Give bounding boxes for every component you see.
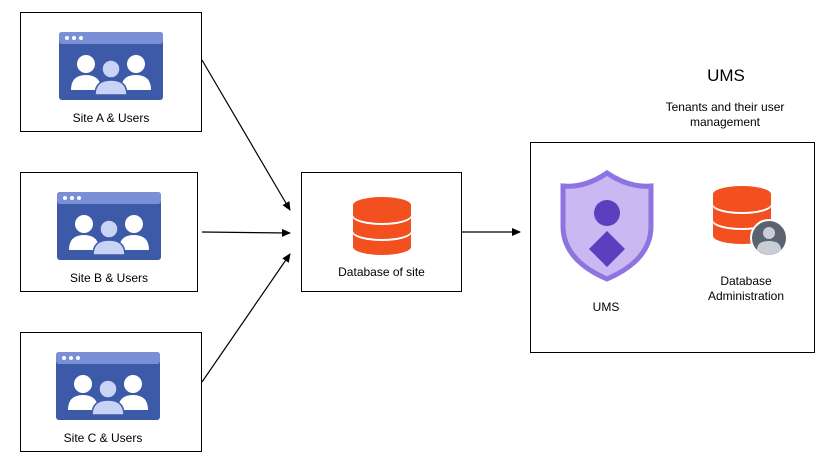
shield-user-icon: [560, 170, 654, 282]
database-admin-icon: [713, 186, 788, 257]
site-c-label: Site C & Users: [63, 431, 143, 445]
site-b-label: Site B & Users: [69, 271, 149, 285]
ums-label: UMS: [592, 300, 620, 314]
site-c-box: Site C & Users: [20, 332, 202, 452]
database-icon: [353, 197, 411, 255]
site-b-box: Site B & Users: [20, 172, 198, 292]
users-browser-icon: [59, 32, 163, 100]
users-browser-icon: [56, 352, 160, 420]
database-admin-label: Database Administration: [707, 274, 785, 303]
users-browser-icon: [57, 192, 161, 260]
arrow-site-b-to-db: [201, 228, 291, 237]
site-a-box: Site A & Users: [20, 12, 202, 132]
arrow-site-a-to-db: [201, 59, 291, 211]
arrow-site-c-to-db: [201, 253, 291, 383]
database-label: Database of site: [338, 265, 425, 279]
site-a-label: Site A & Users: [72, 111, 150, 125]
ums-box: UMS Database Administration: [530, 142, 815, 353]
ums-group-subtitle: Tenants and their user management: [665, 100, 785, 129]
database-box: Database of site: [301, 172, 462, 292]
ums-group-title: UMS: [707, 66, 745, 85]
